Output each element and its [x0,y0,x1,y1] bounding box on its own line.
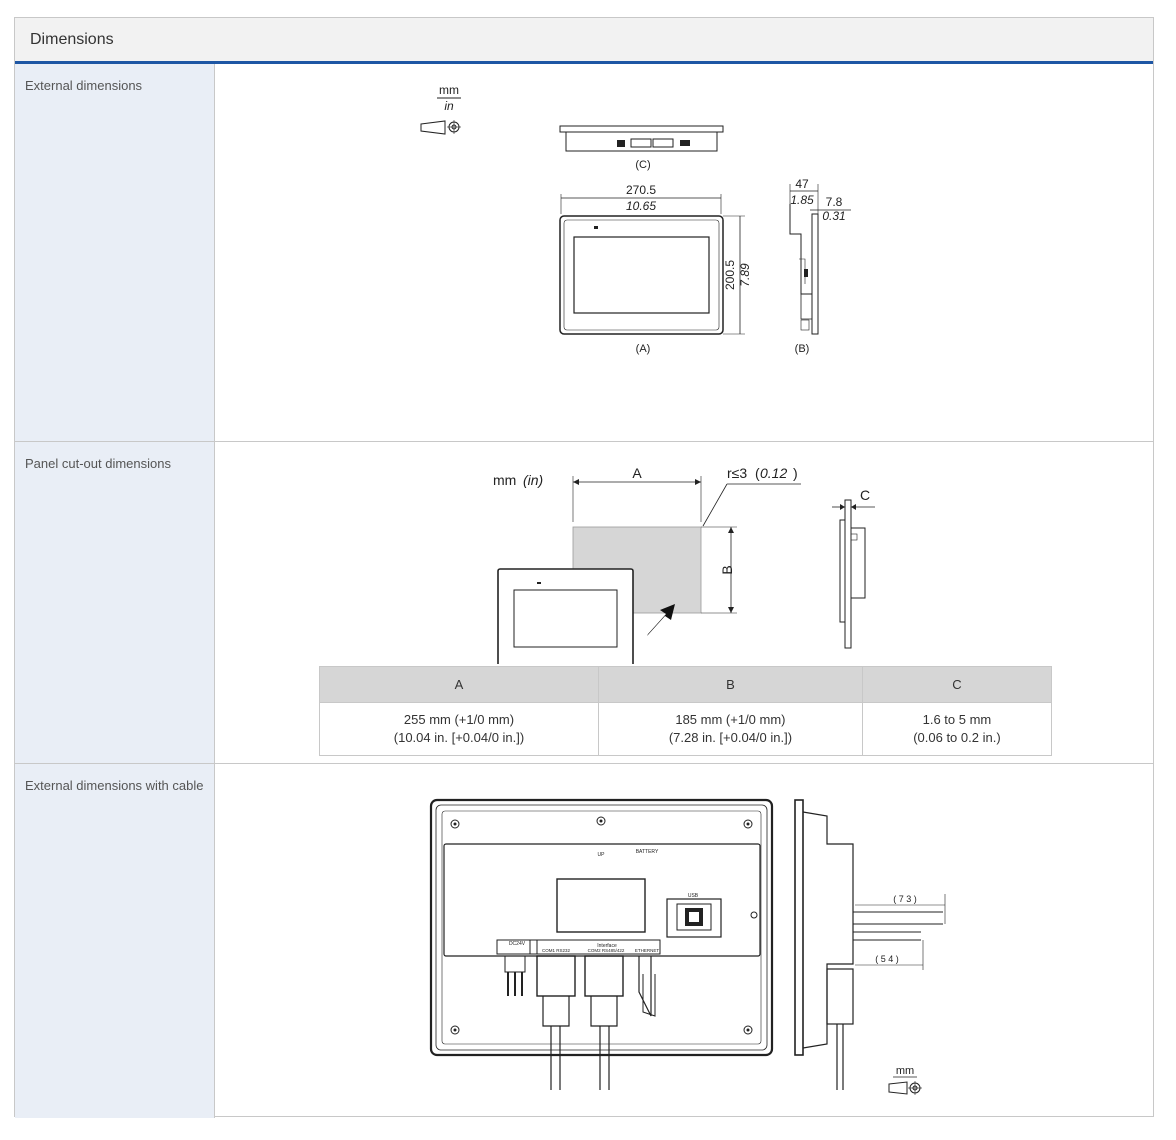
rear-view-unit [429,798,774,1090]
dimensions-panel: Dimensions External dimensions mm in [14,17,1154,1118]
view-b-label: (B) [795,343,810,355]
width-mm: 270.5 [626,183,656,197]
table-header-row: A B C [319,666,1053,703]
cutout-c-arrowheads [840,504,856,510]
cable-dimensions-drawing: UP BATTERY USB DC24V Interface COM1 RS23… [429,798,946,1095]
table-cell-a: 255 mm (+1/0 mm) (10.04 in. [+0.04/0 in.… [319,702,599,756]
panel-cutout-figure: mm (in) A r≤3 ( 0.12 ) [215,442,1153,763]
cutout-unit-in: (in) [523,472,543,488]
cable-side-view [794,799,943,1090]
cutout-dimensions-table: A B C 255 mm (+1/0 mm) (10.04 in. [+0.04… [319,666,1053,756]
projection-symbol-icon [420,120,461,135]
section-title: Dimensions [30,30,114,48]
dim-73: ( 7 3 ) [893,894,917,904]
cutout-dim-c: C [860,487,870,503]
cutout-dim-b: B [719,565,735,574]
unit-in-label: in [444,99,454,113]
label-ethernet: ETHERNET [635,948,660,953]
width-in: 10.65 [626,199,656,213]
cutout-radius-leader [702,483,728,527]
row-label: External dimensions with cable [15,764,215,1118]
table-row: 255 mm (+1/0 mm) (10.04 in. [+0.04/0 in.… [319,702,1053,756]
label-battery: BATTERY [636,849,659,855]
label-interface: Interface [597,943,617,949]
panel-thickness-mm: 7.8 [826,195,843,209]
front-view-a [559,215,724,335]
cutout-side-view [839,499,866,649]
label-up: UP [598,852,606,858]
side-view-b [789,204,819,335]
cell-line: (10.04 in. [+0.04/0 in.]) [393,730,525,745]
row-label: Panel cut-out dimensions [15,442,215,763]
view-c-label: (C) [635,159,650,171]
cell-line: 1.6 to 5 mm [922,712,992,727]
height-mm: 200.5 [723,260,737,290]
row-external-dimensions: External dimensions mm in [15,64,1153,442]
cell-line: (7.28 in. [+0.04/0 in.]) [668,730,793,745]
cutout-hmi-unit [497,568,634,664]
cell-line: 255 mm (+1/0 mm) [403,712,515,727]
cable-unit-mm: mm [896,1065,914,1077]
table-cell-b: 185 mm (+1/0 mm) (7.28 in. [+0.04/0 in.]… [598,702,863,756]
table-header-c: C [861,666,1053,703]
row-external-with-cable: External dimensions with cable [15,764,1153,1118]
panel-thickness-in: 0.31 [822,209,845,223]
height-in: 7.89 [738,263,752,287]
cable-dimensions-figure: UP BATTERY USB DC24V Interface COM1 RS23… [215,764,1153,1118]
cell-line: (0.06 to 0.2 in.) [913,730,1001,745]
cutout-radius: r≤3 [727,465,747,481]
depth-in: 1.85 [790,193,814,207]
dim-54: ( 5 4 ) [875,954,899,964]
label-com2: COM2 RS485/422 [588,948,625,953]
table-header-a: A [319,666,599,703]
cutout-radius-close: ) [793,465,798,481]
view-a-label: (A) [636,343,651,355]
section-header: Dimensions [15,18,1153,64]
unit-mm-label: mm [439,83,459,97]
cell-line: 185 mm (+1/0 mm) [675,712,786,727]
cutout-radius-in: 0.12 [760,465,787,481]
cable-projection-symbol-icon [888,1081,922,1095]
row-label: External dimensions [15,64,215,441]
cutout-dim-a: A [632,465,642,481]
label-com1: COM1 RS232 [542,948,571,953]
label-usb: USB [688,893,699,899]
depth-mm: 47 [795,177,809,191]
table-cell-c: 1.6 to 5 mm (0.06 to 0.2 in.) [861,702,1053,756]
label-dc24v: DC24V [509,941,526,947]
top-view-c [559,125,724,152]
external-dimensions-drawing: mm in (C) [420,83,851,355]
panel-cutout-drawing: mm (in) A r≤3 ( 0.12 ) [493,465,875,664]
external-dimensions-figure: mm in (C) [215,64,1153,441]
cutout-unit-mm: mm [493,472,516,488]
table-header-b: B [598,666,863,703]
cutout-radius-open: ( [755,465,760,481]
row-panel-cutout: Panel cut-out dimensions mm (in) A r≤3 (… [15,442,1153,764]
insert-arrow-icon [647,604,675,636]
